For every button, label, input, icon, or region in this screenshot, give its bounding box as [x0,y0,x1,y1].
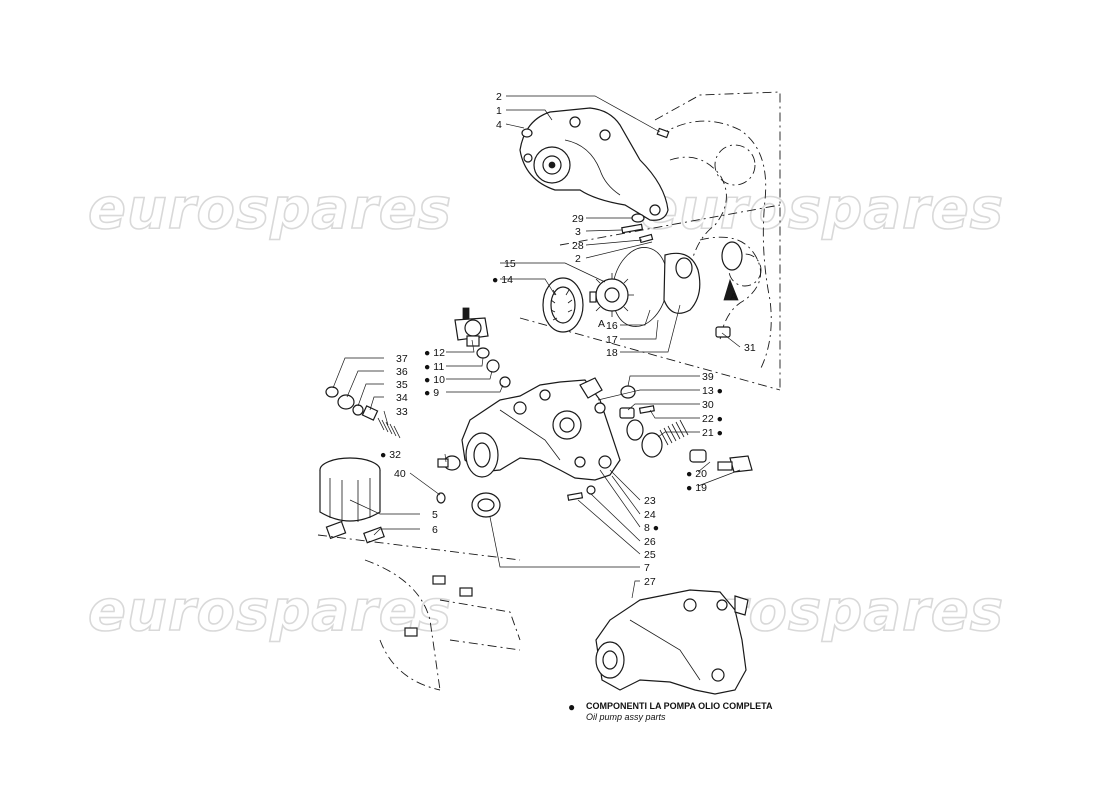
pump-small-parts [436,385,753,518]
legend-english-caption: Oil pump assy parts [586,712,666,722]
callout-14: ● 14 [492,274,513,286]
callout-28: 28 [572,240,584,252]
callout-31: 31 [744,342,756,354]
callout-39: 39 [702,371,714,383]
callout-a-right: A [730,291,737,303]
callout-32: ● 32 [380,449,401,461]
callout-37: 37 [396,353,408,365]
callout-26: 26 [644,536,656,548]
callout-6: 6 [432,524,438,536]
callout-23: 23 [644,495,656,507]
callout-25: 25 [644,549,656,561]
legend: ● COMPONENTI LA POMPA OLIO COMPLETA Oil … [568,700,773,722]
callout-12: ● 12 [424,347,445,359]
callout-24: 24 [644,509,656,521]
watermark-top-right: eurospares [640,177,1004,242]
callout-30: 30 [702,399,714,411]
callout-9: ● 9 [424,387,439,399]
oil-filter [319,457,385,544]
oil-pressure-sender [454,307,511,388]
watermark-top-left: eurospares [88,177,452,242]
complete-oil-pump [595,589,749,695]
callout-2-lower: 2 [575,253,581,265]
callout-2-top: 2 [496,91,502,103]
callout-11: ● 11 [424,361,444,373]
callout-33: 33 [396,406,408,418]
callout-1: 1 [496,105,502,117]
callout-labels: 2 1 4 29 3 28 2 15 ● 14 A 16 17 18 A 31 … [380,91,756,588]
callout-35: 35 [396,379,408,391]
callout-13: 13 ● [702,385,723,397]
callout-34: 34 [396,392,408,404]
callout-20: ● 20 [686,468,707,480]
callout-4: 4 [496,119,502,131]
leader-lines [332,95,741,599]
callout-10: ● 10 [424,374,445,386]
callout-29: 29 [572,213,584,225]
callout-22: 22 ● [702,413,723,425]
callout-7: 7 [644,562,650,574]
callout-27: 27 [644,576,656,588]
pump-rotor-ring [542,277,584,333]
callout-8: 8 ● [644,522,659,534]
callout-15: 15 [504,258,516,270]
callout-16: 16 [606,320,618,332]
legend-italian-caption: COMPONENTI LA POMPA OLIO COMPLETA [586,701,773,711]
callout-17: 17 [606,334,618,346]
relief-valve-parts [325,386,401,439]
callout-3: 3 [575,226,581,238]
oil-pump-body [461,377,621,481]
callout-18: 18 [606,347,618,359]
callout-36: 36 [396,366,408,378]
callout-a-left: A [598,318,605,330]
lower-oil-lines [317,534,521,691]
water-pump [519,107,670,221]
engine-side-bolt [715,241,743,338]
callout-40: 40 [394,468,406,480]
watermark-bottom-left: eurospares [88,579,452,644]
callout-5: 5 [432,509,438,521]
callout-21: 21 ● [702,427,723,439]
legend-bullet-icon: ● [568,700,575,714]
callout-19: ● 19 [686,482,707,494]
